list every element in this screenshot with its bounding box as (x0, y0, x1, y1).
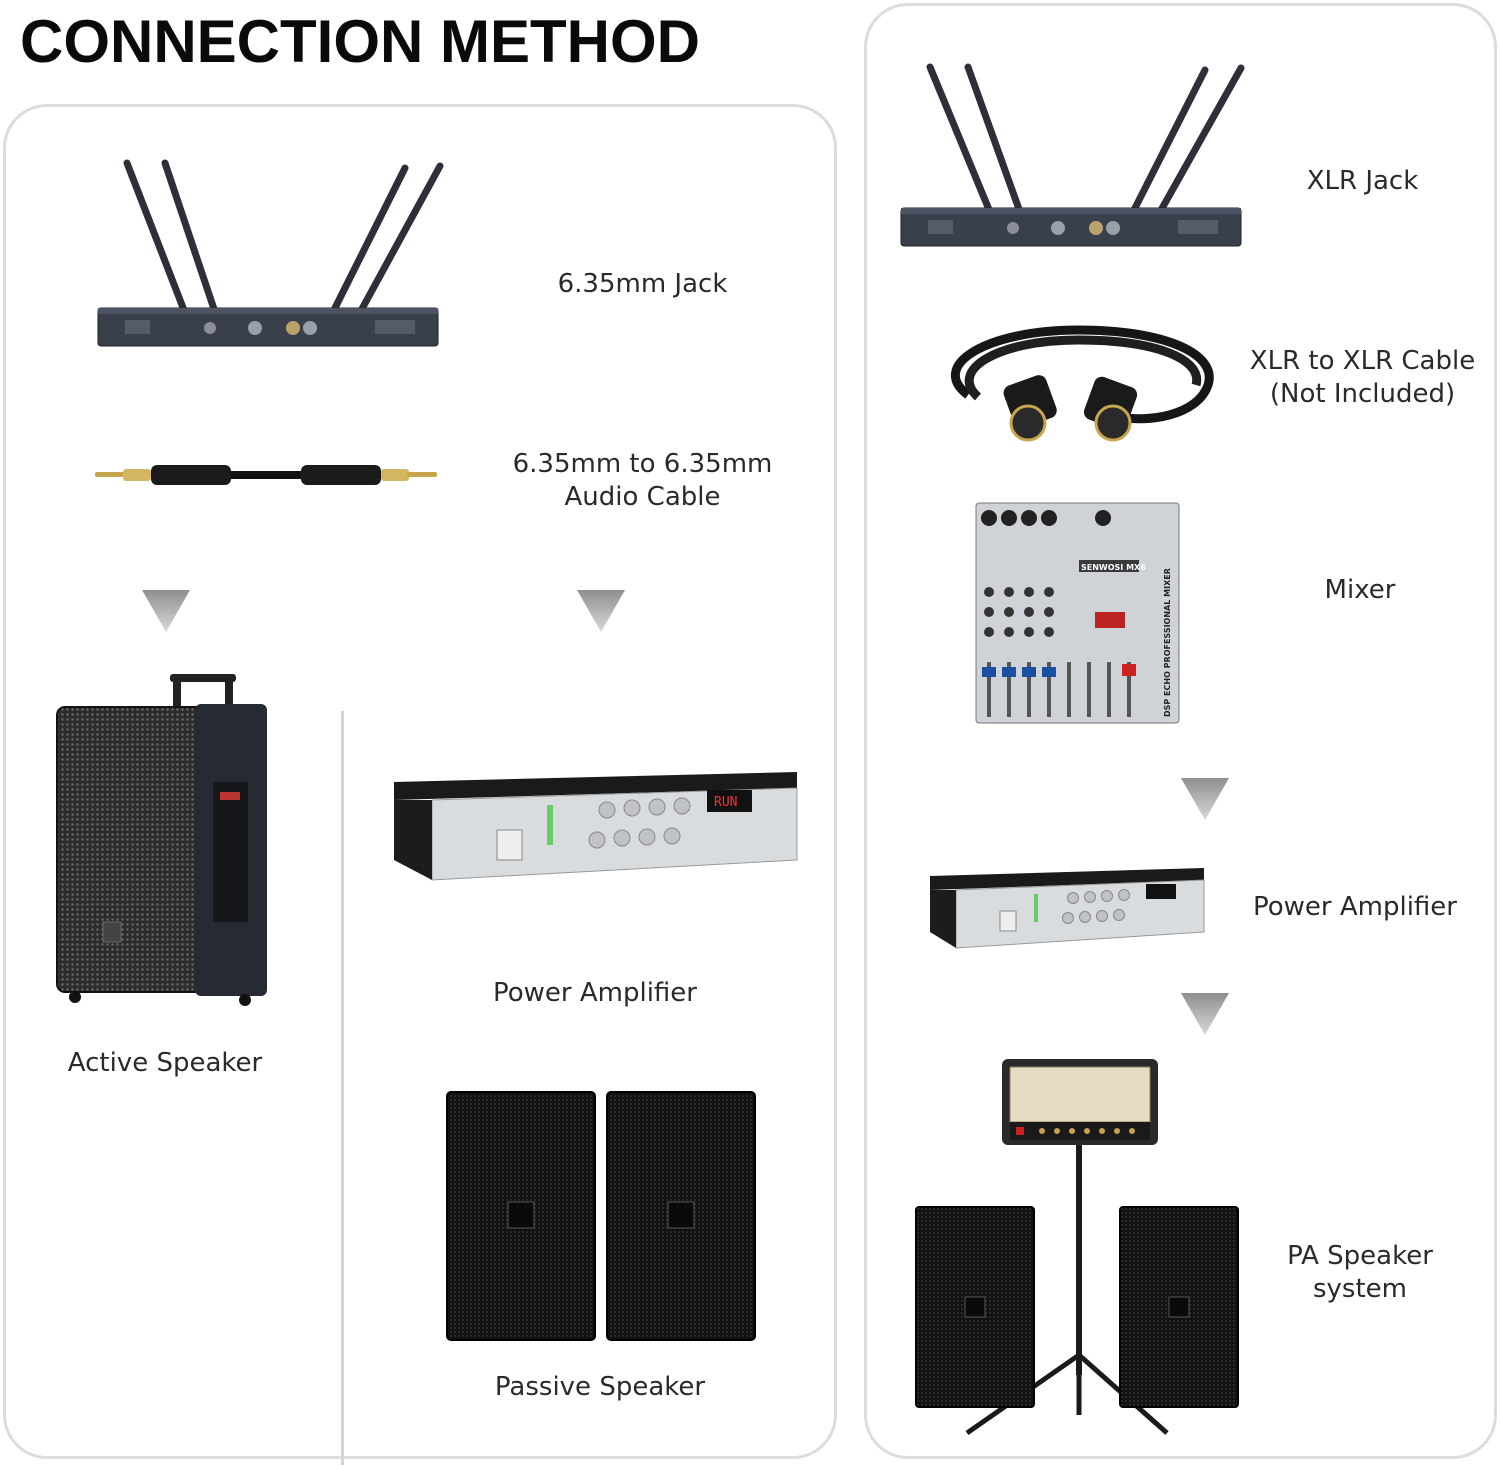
divider-line (341, 711, 344, 1465)
arrow-down-icon (1181, 778, 1229, 820)
xlr-cable-label-line-1: XLR to XLR Cable (1249, 346, 1476, 376)
passive-speakers-image (446, 1091, 756, 1341)
xlr-cable-label-line-2: (Not Included) (1269, 379, 1456, 409)
power-amplifier-image (930, 868, 1205, 949)
power-amplifier-image: RUN (394, 772, 798, 881)
active-speaker-label: Active Speaker (67, 1048, 263, 1078)
wireless-receiver-image (900, 63, 1245, 247)
pa-speaker-system-image (915, 1059, 1239, 1436)
arrow-down-icon (1181, 993, 1229, 1035)
mixer-side-text: DSP ECHO PROFESSIONAL MIXER (1163, 568, 1172, 717)
active-speaker-image (56, 674, 267, 1006)
arrow-down-icon (142, 590, 190, 632)
pa-speaker-label-line-2: system (1313, 1274, 1407, 1304)
jack-label: 6.35mm Jack (557, 269, 728, 299)
page-title: CONNECTION METHOD (20, 8, 700, 75)
mixer-label: Mixer (1324, 575, 1396, 605)
amp-display-text: RUN (714, 795, 737, 810)
xlr-jack-label: XLR Jack (1306, 166, 1419, 196)
wireless-receiver-image (97, 159, 444, 347)
arrow-down-icon (577, 590, 625, 632)
audio-cable-image (95, 465, 437, 485)
mixer-image: SENWOSI MX6 DSP ECHO PROFESSIONAL MIXER (975, 502, 1180, 724)
power-amplifier-label: Power Amplifier (492, 978, 697, 1008)
xlr-cable-image (950, 325, 1214, 442)
power-amplifier-label-right: Power Amplifier (1252, 892, 1457, 922)
pa-speaker-label-line-1: PA Speaker (1287, 1241, 1433, 1271)
passive-speaker-label: Passive Speaker (494, 1372, 706, 1402)
cable-label-line-2: Audio Cable (564, 482, 721, 512)
mixer-brand-text: SENWOSI MX6 (1081, 563, 1146, 572)
cable-label-line-1: 6.35mm to 6.35mm (512, 449, 773, 479)
